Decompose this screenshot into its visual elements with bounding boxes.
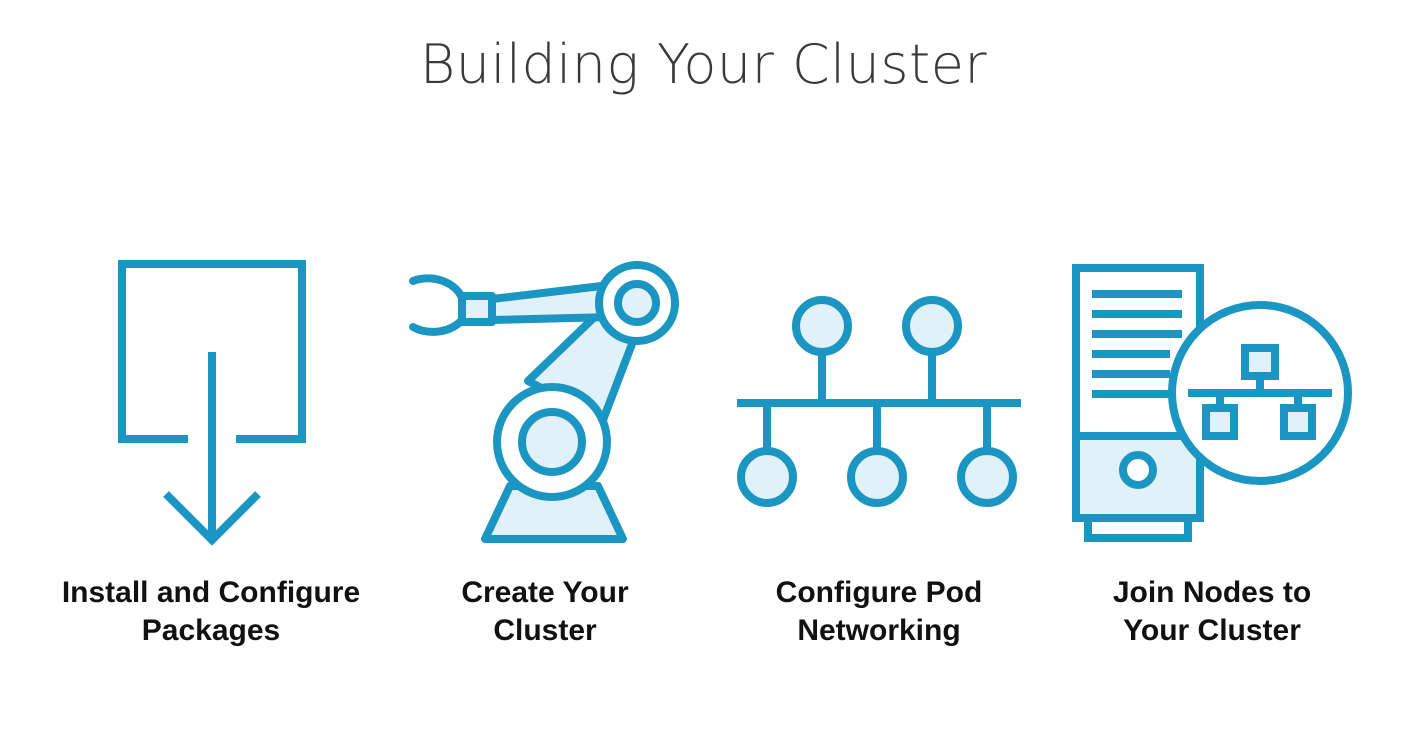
network-topology-icon [737,296,1021,507]
robot-arm-icon [409,261,679,543]
step-label-line: Packages [141,614,281,647]
step-label-join-nodes: Join Nodes to Your Cluster [1022,574,1402,650]
step-label-install-packages: Install and Configure Packages [21,574,401,650]
step-label-line: Install and Configure [61,576,361,609]
step-label-pod-networking: Configure Pod Networking [689,574,1069,650]
step-label-line: Your Cluster [1123,614,1301,647]
page-title: Building Your Cluster [419,33,988,96]
step-label-line: Create Your [461,576,629,609]
server-network-icon [1072,264,1352,542]
step-label-create-cluster: Create Your Cluster [355,574,735,650]
step-label-line: Cluster [493,614,597,647]
download-icon [118,260,306,546]
step-label-line: Networking [797,614,961,647]
step-label-line: Join Nodes to [1112,576,1312,609]
step-label-line: Configure Pod [775,576,983,609]
